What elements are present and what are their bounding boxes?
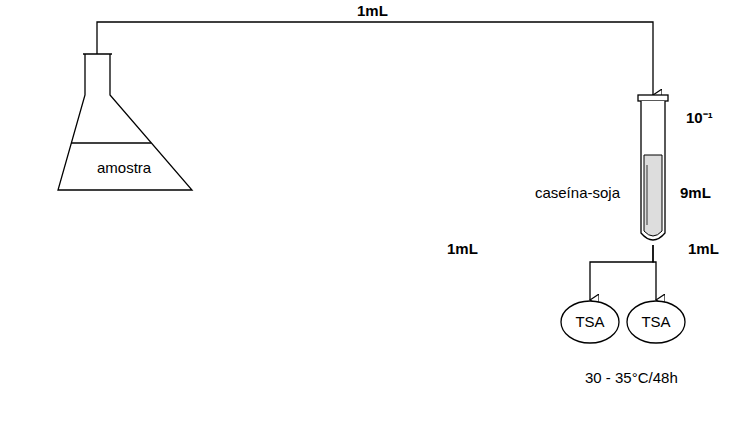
- node-text: amostra: [97, 159, 151, 177]
- agar-plate: TSA: [560, 300, 620, 344]
- transfer-line: [653, 245, 656, 300]
- agar-plate: TSA: [626, 300, 686, 344]
- node-text: TSA: [641, 313, 670, 331]
- flask: amostra: [55, 50, 195, 192]
- volume-label: 1mL: [445, 240, 480, 258]
- volume-label: 1mL: [686, 240, 721, 258]
- volume-label: 1mL: [355, 2, 390, 20]
- node-text: caseína-soja: [535, 184, 620, 202]
- incubation-note: 30 - 35°C/48h: [583, 369, 680, 387]
- node-text: TSA: [575, 313, 604, 331]
- node-text: 9mL: [680, 184, 711, 202]
- node-text: 10⁻¹: [686, 109, 713, 127]
- test-tube: 10⁻¹caseína-soja9mL: [640, 95, 666, 245]
- test-tube-outline: [640, 95, 666, 245]
- transfer-line: [590, 245, 653, 300]
- transfer-line: [97, 22, 653, 95]
